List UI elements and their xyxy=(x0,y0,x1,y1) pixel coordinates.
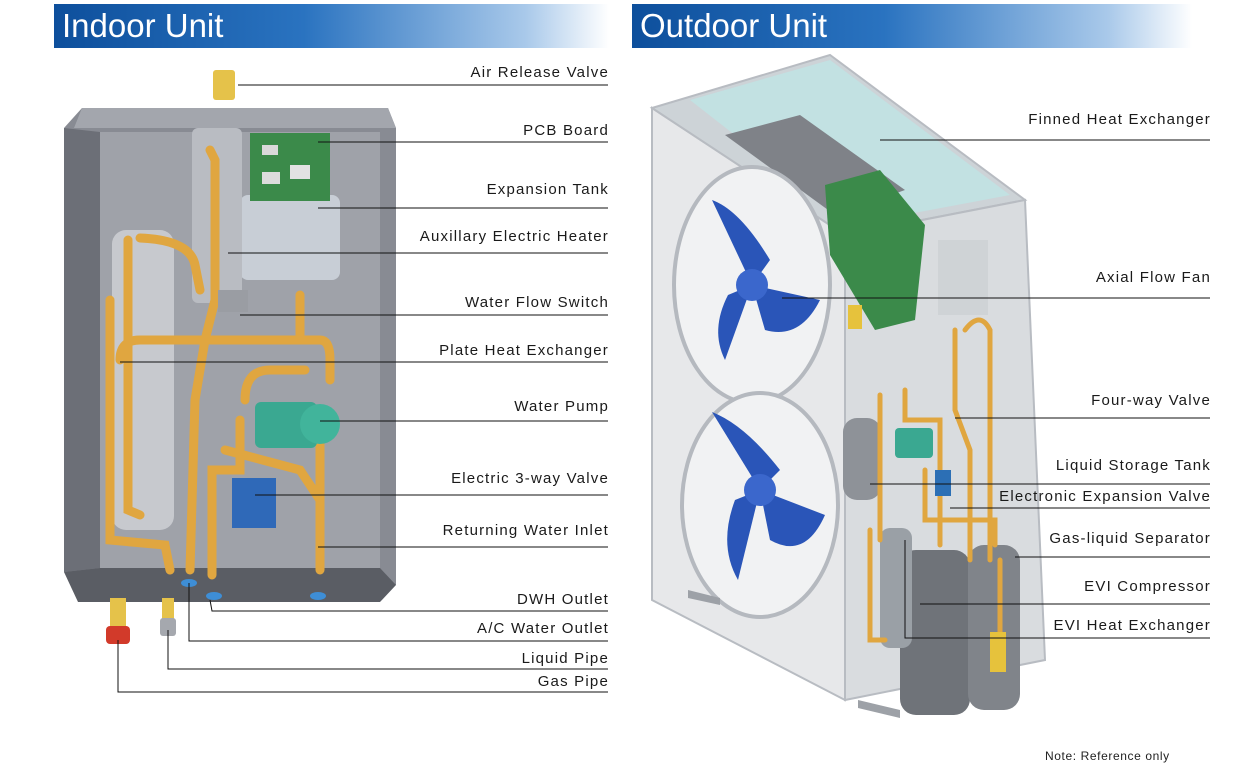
outdoor-relay xyxy=(938,240,988,315)
label-expansion-tank: Expansion Tank xyxy=(486,181,609,198)
label-gas-liquid-separator: Gas-liquid Separator xyxy=(1049,530,1211,547)
water-pump-head xyxy=(300,404,340,444)
upper-axial-fan xyxy=(712,200,820,360)
label-finned-heat-exchanger: Finned Heat Exchanger xyxy=(1028,111,1211,128)
label-returning-water-inlet: Returning Water Inlet xyxy=(442,522,609,539)
indoor-casing-bottom xyxy=(64,568,396,602)
label-evi-heat-exchanger: EVI Heat Exchanger xyxy=(1053,617,1211,634)
leader-lines xyxy=(117,84,1210,693)
label-plate-heat-exchanger: Plate Heat Exchanger xyxy=(439,342,609,359)
compressor-shape xyxy=(900,550,970,715)
outdoor-pcb xyxy=(825,170,925,330)
water-pump-body xyxy=(255,402,317,448)
label-liquid-pipe: Liquid Pipe xyxy=(521,650,609,667)
expansion-tank-body xyxy=(240,195,340,280)
pcb-chip xyxy=(262,145,278,155)
indoor-side-panel xyxy=(112,230,174,530)
separator-shape xyxy=(968,545,1020,710)
indoor-casing-top xyxy=(74,108,396,128)
unit-foot xyxy=(688,590,720,605)
evi-heat-exchanger-shape xyxy=(880,528,912,648)
gas-pipe-cap xyxy=(106,626,130,644)
three-way-valve-body xyxy=(232,478,276,528)
liquid-pipe-cap xyxy=(160,618,176,636)
indoor-unit-drawing xyxy=(64,70,396,644)
label-air-release-valve: Air Release Valve xyxy=(470,64,609,81)
label-water-flow-switch: Water Flow Switch xyxy=(464,294,609,311)
service-valve xyxy=(990,632,1006,672)
label-gas-pipe: Gas Pipe xyxy=(537,673,609,690)
lower-axial-fan xyxy=(712,412,825,580)
unit-foot xyxy=(858,700,900,718)
terminal-block xyxy=(848,305,862,329)
label-three-way-valve: Electric 3-way Valve xyxy=(451,470,609,487)
outlet-port xyxy=(206,592,222,600)
expansion-valve-shape xyxy=(935,470,951,496)
outdoor-unit-drawing xyxy=(649,53,1047,718)
flow-switch-shape xyxy=(218,290,248,312)
pcb-chip xyxy=(262,172,280,184)
label-evi-compressor: EVI Compressor xyxy=(1084,578,1211,595)
reference-note: Note: Reference only xyxy=(1045,749,1170,763)
indoor-casing-left-wall xyxy=(64,128,100,572)
label-electronic-expansion-valve: Electronic Expansion Valve xyxy=(999,488,1211,505)
air-release-valve-shape xyxy=(213,70,235,100)
liquid-storage-tank-shape xyxy=(843,418,881,500)
indoor-pipes xyxy=(105,145,335,580)
label-pcb-board: PCB Board xyxy=(523,122,609,139)
label-axial-flow-fan: Axial Flow Fan xyxy=(1095,269,1211,286)
label-ac-water-outlet: A/C Water Outlet xyxy=(476,620,609,637)
label-dwh-outlet: DWH Outlet xyxy=(516,591,609,608)
gas-pipe-connector xyxy=(110,598,126,628)
label-liquid-storage-tank: Liquid Storage Tank xyxy=(1055,457,1211,474)
pcb-chip xyxy=(290,165,310,179)
outlet-port xyxy=(310,592,326,600)
label-auxiliary-heater: Auxillary Electric Heater xyxy=(419,228,609,245)
label-water-pump: Water Pump xyxy=(514,398,609,415)
finned-coil xyxy=(690,60,1010,225)
outdoor-unit-title: Outdoor Unit xyxy=(632,4,1192,48)
label-four-way-valve: Four-way Valve xyxy=(1091,392,1211,409)
liquid-pipe-connector xyxy=(162,598,174,620)
indoor-unit-title: Indoor Unit xyxy=(54,4,609,48)
four-way-valve-shape xyxy=(895,428,933,458)
